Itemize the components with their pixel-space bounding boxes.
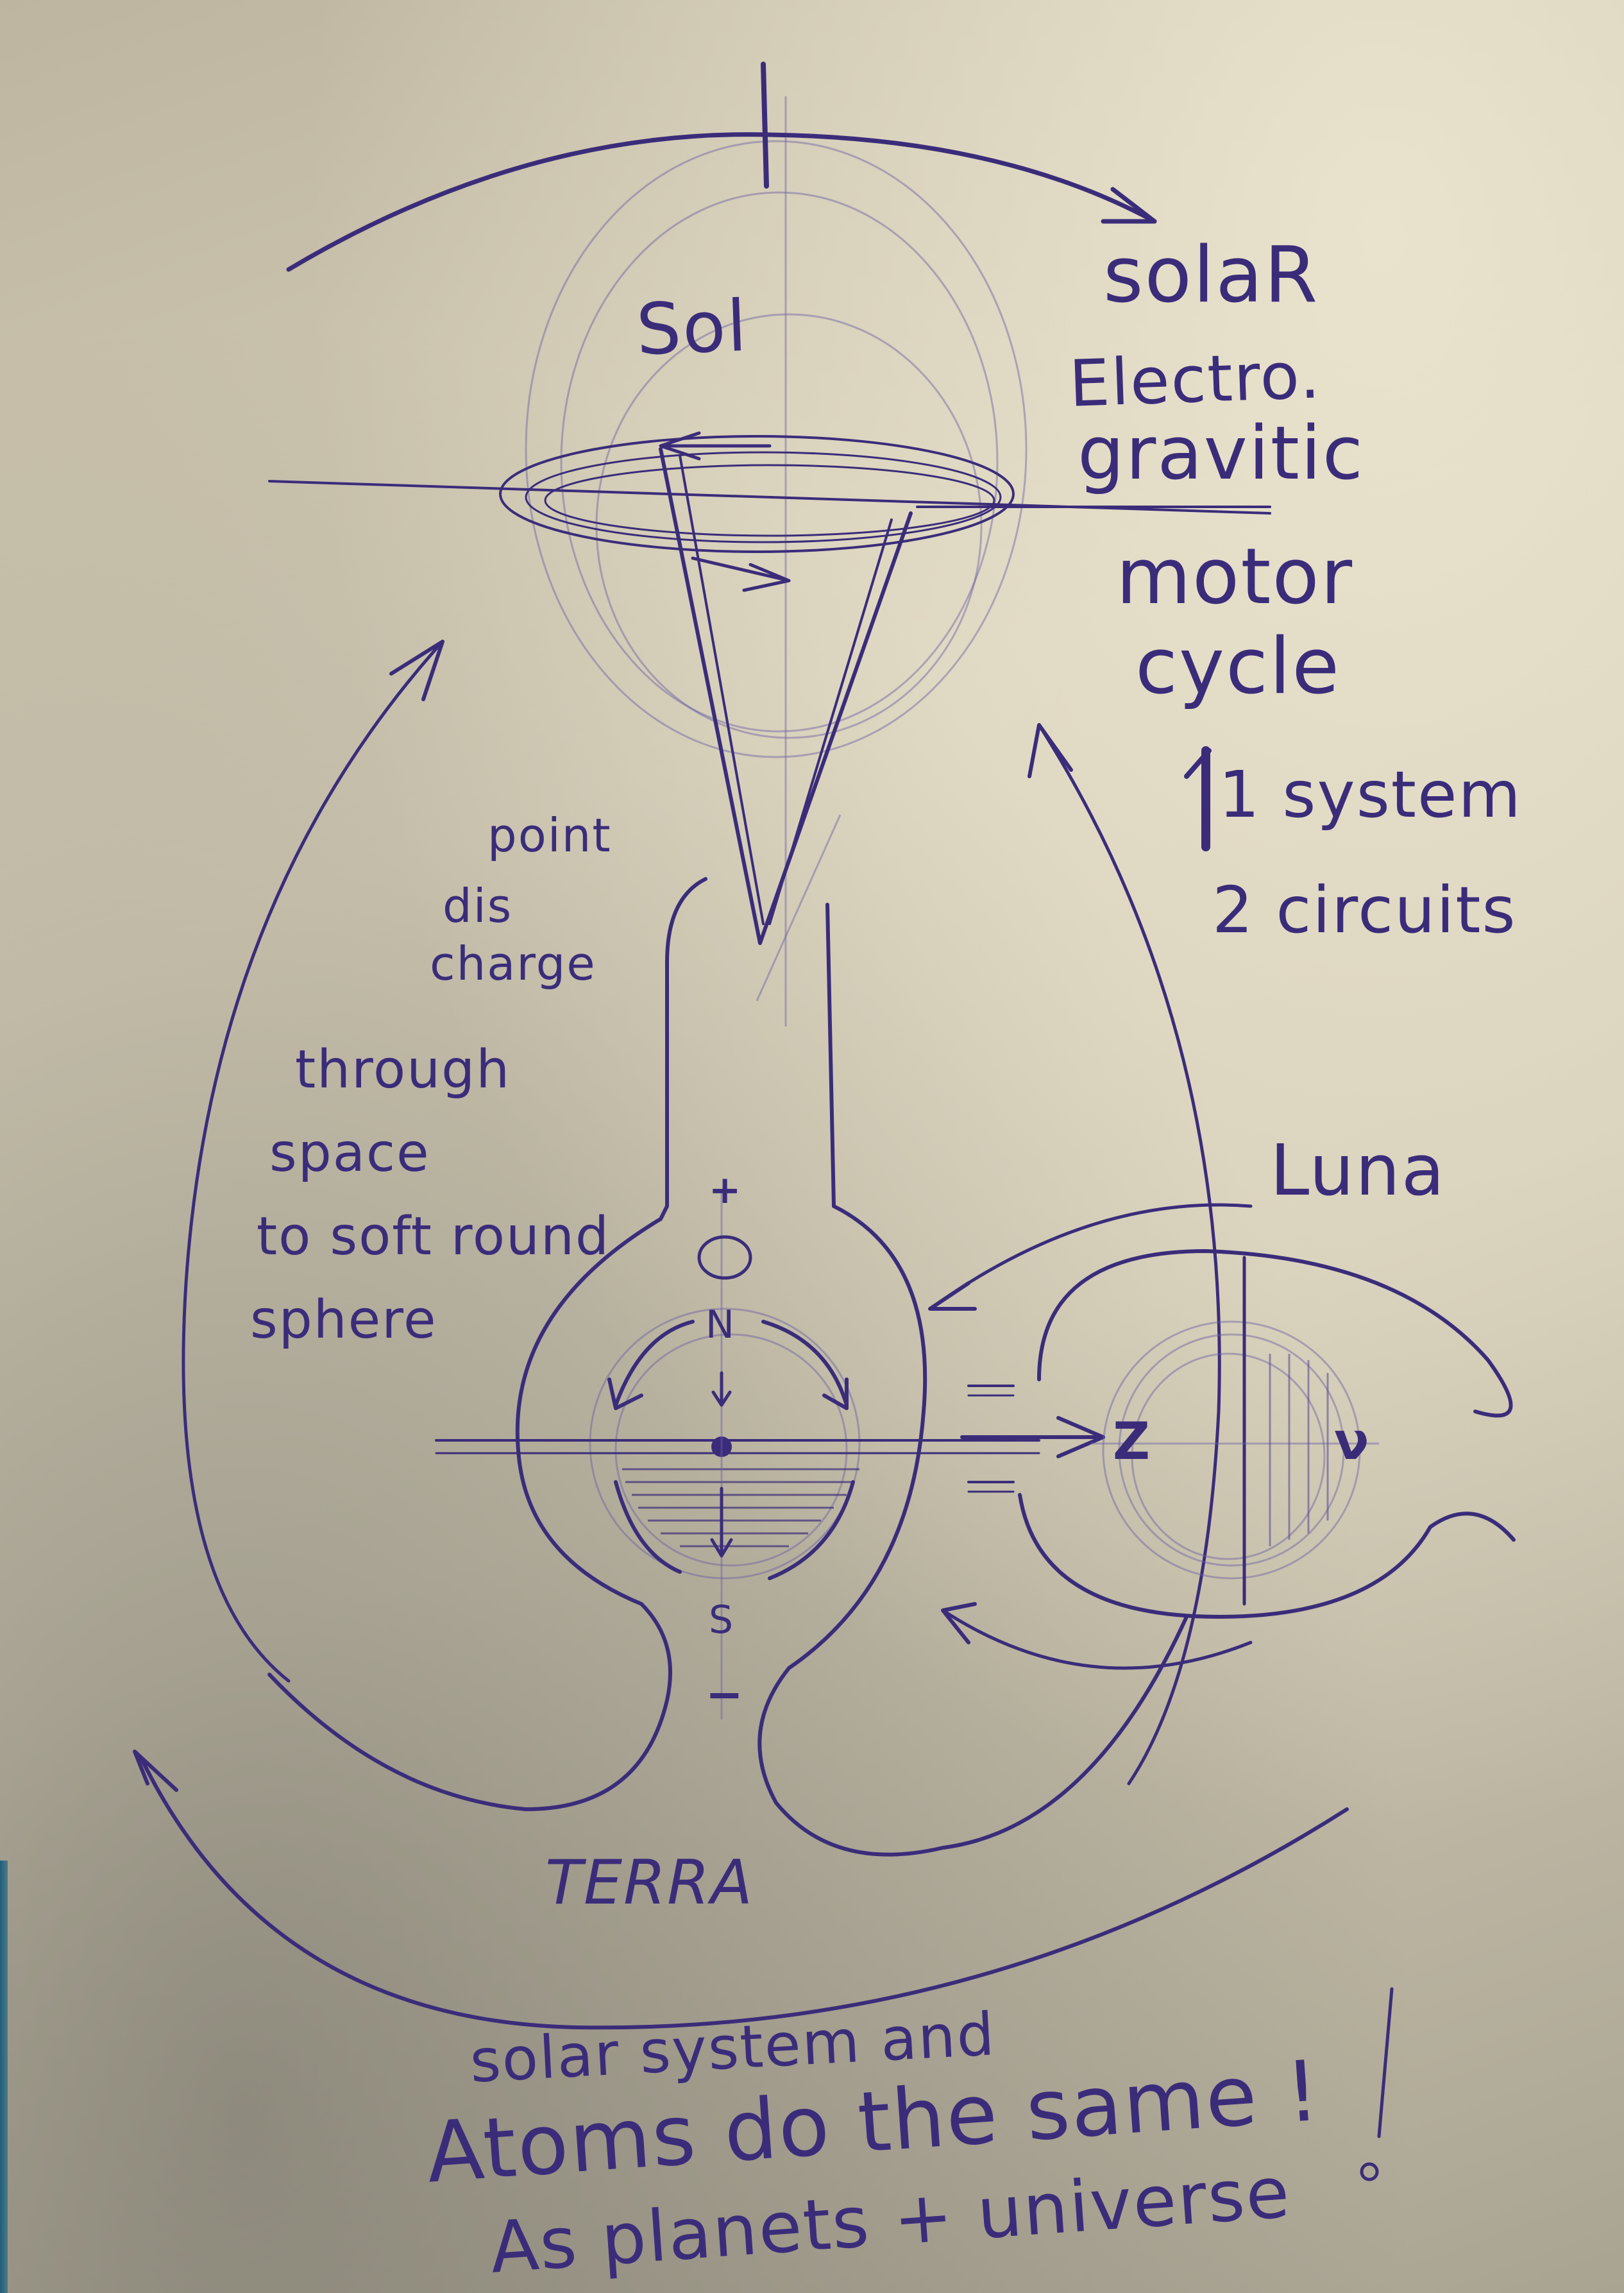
label-space: space <box>269 1123 430 1184</box>
label-cycle: cycle <box>1135 622 1341 712</box>
sun-disc <box>268 431 1271 592</box>
label-charge: charge <box>430 937 596 991</box>
label-solar: solaR <box>1103 231 1319 320</box>
right-return-arrow <box>1028 723 1221 1786</box>
label-dis: dis <box>443 879 513 933</box>
moon-sphere <box>928 1203 1516 1670</box>
label-point: point <box>487 808 612 862</box>
label-terra: TERRA <box>545 1848 754 1918</box>
label-motor: motor <box>1116 533 1354 622</box>
left-loop-arrow <box>182 640 444 1683</box>
label-sphere: sphere <box>250 1290 437 1351</box>
label-electro: Electro. <box>1068 337 1323 422</box>
exclamation-mark <box>1360 1987 1394 2181</box>
bottom-loop-arrow <box>133 1750 1349 2030</box>
background-edge <box>0 1861 8 2293</box>
label-system: 1 system <box>1219 757 1522 832</box>
label-minus-pole: − <box>706 1668 745 1721</box>
system-marker <box>1184 746 1212 851</box>
label-gravitic: gravitic <box>1078 411 1365 497</box>
label-south-pole: S <box>709 1598 735 1642</box>
label-north-pole: N <box>706 1302 736 1347</box>
solar-rotation-arrow <box>286 62 1157 272</box>
earth-sphere <box>435 1193 1040 1719</box>
label-moon-z: Z <box>1113 1411 1152 1471</box>
label-luna: Luna <box>1270 1129 1446 1211</box>
discharge-cone <box>659 447 913 1002</box>
earth-moon-arrow <box>960 1385 1105 1493</box>
label-sol: Sol <box>635 284 750 371</box>
label-circuits: 2 circuits <box>1212 873 1517 948</box>
label-to-soft-round: to soft round <box>257 1206 610 1267</box>
label-through: through <box>295 1039 511 1100</box>
sun-sphere <box>525 96 1028 1027</box>
earth-funnel <box>267 877 1188 1857</box>
label-plus-pole: + <box>709 1168 743 1213</box>
label-moon-v: ν <box>1334 1411 1371 1471</box>
